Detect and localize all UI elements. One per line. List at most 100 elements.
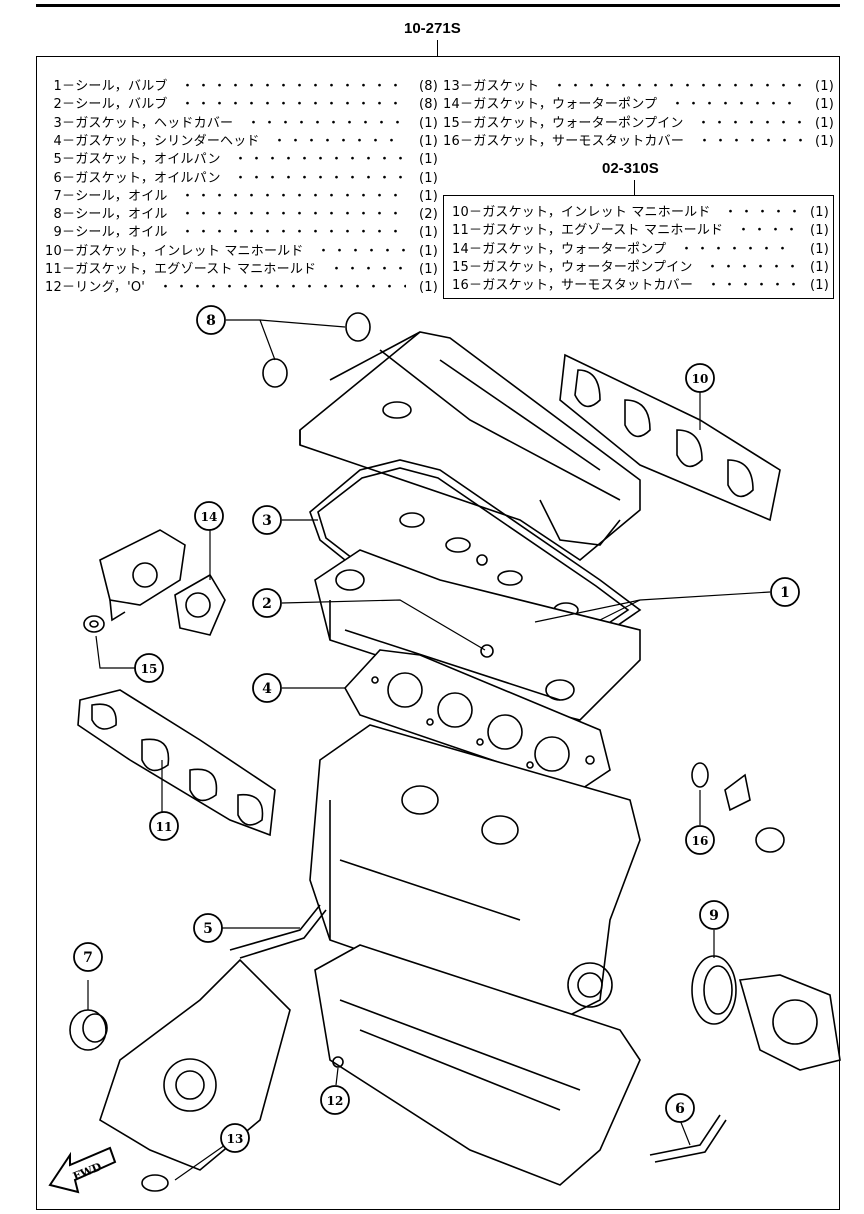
parts-list-row: 13－ガスケット・・・・・・・・・・・・・・・・・・・・(1) xyxy=(438,78,834,96)
item-quantity: (1) xyxy=(809,278,829,294)
item-number: 11 xyxy=(45,262,62,277)
item-number: 15 xyxy=(452,259,469,275)
oil-pan xyxy=(314,944,641,1186)
item-leader-dots: ・・・・・・・・・・・・・・・・・・・・ xyxy=(159,280,406,296)
item-quantity: (1) xyxy=(418,170,438,186)
item-separator: － xyxy=(62,280,76,296)
parts-list-row: 7－シール，オイル・・・・・・・・・・・・・・・・・・(1) xyxy=(40,188,438,206)
item-separator: － xyxy=(469,205,483,220)
cylinder-head-gasket xyxy=(344,649,611,791)
item-leader-dots: ・・・・・・・・・・・・・・ xyxy=(234,152,406,168)
callout-label-12: 12 xyxy=(327,1094,344,1108)
item-separator: － xyxy=(62,207,76,223)
callout-15 xyxy=(134,653,164,683)
callout-6 xyxy=(665,1093,695,1123)
parts-list-row: 15－ガスケット，ウォーターポンプイン・・・・・・・(1) xyxy=(447,259,829,277)
parts-list-row: 9－シール，オイル・・・・・・・・・・・・・・・・・・(1) xyxy=(40,224,438,242)
item-leader-dots: ・・・・・・・・ xyxy=(697,115,802,131)
oil-pump xyxy=(99,958,291,1171)
callout-label-8: 8 xyxy=(206,313,216,329)
item-number: 12 xyxy=(45,280,62,296)
sub-kit-part-number: 02-310S xyxy=(602,160,659,177)
callout-9 xyxy=(699,900,729,930)
item-number: 6 xyxy=(53,170,62,186)
oil-seal-9 xyxy=(691,955,737,1025)
fwd-arrow-icon xyxy=(48,1146,117,1194)
item-number: 16 xyxy=(452,278,469,294)
item-description: ガスケット，サーモスタットカバー xyxy=(482,278,694,294)
oil-seal-7 xyxy=(69,1009,108,1051)
callout-label-15: 15 xyxy=(141,662,158,676)
item-number: 7 xyxy=(53,188,62,204)
item-quantity: (1) xyxy=(418,280,438,296)
item-quantity: (1) xyxy=(809,223,829,239)
item-description: ガスケット，シリンダーヘッド xyxy=(75,133,260,149)
item-separator: － xyxy=(460,133,474,149)
item-quantity: (1) xyxy=(418,115,438,131)
item-leader-dots: ・・・・・・・・・・・・・・・・・・・・ xyxy=(553,79,802,94)
parts-list-row: 10－ガスケット，インレット マニホールド・・・・・・・(1) xyxy=(40,243,438,261)
item-description: ガスケット，オイルパン xyxy=(75,170,221,186)
item-leader-dots: ・・・・・・・・・・・・・・・・・・ xyxy=(181,79,406,94)
callout-label-14: 14 xyxy=(201,510,218,524)
callout-1 xyxy=(770,577,800,607)
item-quantity: (1) xyxy=(418,225,438,241)
item-separator: － xyxy=(469,278,483,294)
item-description: ガスケット，ウォーターポンプイン xyxy=(473,115,684,131)
item-description: ガスケット，エグゾースト マニホールド xyxy=(75,262,317,277)
thermostat xyxy=(691,762,785,853)
parts-list-row: 15－ガスケット，ウォーターポンプイン・・・・・・・・(1) xyxy=(438,115,834,133)
item-description: シール，バルブ xyxy=(75,97,168,113)
callout-labels: 1 2 3 4 5 6 7 8 9 10 11 12 13 14 15 16 xyxy=(83,313,790,1146)
item-quantity: (1) xyxy=(809,241,829,257)
item-quantity: (1) xyxy=(809,259,829,275)
exhaust-manifold-gasket xyxy=(77,689,276,837)
item-description: ガスケット，ウォーターポンプ xyxy=(482,241,667,257)
water-pump-inlet-gasket xyxy=(83,615,105,633)
callout-label-7: 7 xyxy=(83,950,93,966)
o-ring xyxy=(332,1056,344,1068)
water-pump xyxy=(99,529,186,622)
callout-10 xyxy=(685,363,715,393)
cylinder-block xyxy=(309,724,641,1021)
item-description: ガスケット，インレット マニホールド xyxy=(75,243,304,259)
item-leader-dots: ・・・・・・ xyxy=(724,205,797,220)
parts-list-row: 8－シール，オイル・・・・・・・・・・・・・・・・・・(2) xyxy=(40,206,438,224)
item-description: ガスケット，ウォーターポンプイン xyxy=(482,259,693,275)
item-separator: － xyxy=(469,223,483,239)
parts-list-row: 3－ガスケット，ヘッドカバー・・・・・・・・・・・・・(1) xyxy=(40,115,438,133)
callout-label-16: 16 xyxy=(692,834,709,848)
callout-11 xyxy=(149,811,179,841)
oil-seal-8 xyxy=(262,312,371,388)
item-separator: － xyxy=(62,79,76,94)
callouts xyxy=(73,305,800,1153)
item-quantity: (1) xyxy=(814,115,834,131)
parts-list-row: 11－ガスケット，エグゾースト マニホールド・・・・・・(1) xyxy=(40,261,438,279)
sub-kit-box xyxy=(443,195,834,299)
callout-label-3: 3 xyxy=(262,513,272,529)
callout-7 xyxy=(73,942,103,972)
item-number: 11 xyxy=(452,223,469,239)
item-leader-dots: ・・・・・・・ xyxy=(317,243,406,259)
item-number: 2 xyxy=(53,97,62,113)
item-separator: － xyxy=(62,133,76,149)
item-separator: － xyxy=(62,97,76,113)
parts-list-row: 11－ガスケット，エグゾースト マニホールド・・・・・(1) xyxy=(447,222,829,240)
callout-4 xyxy=(252,673,282,703)
parts-list-row: 5－ガスケット，オイルパン・・・・・・・・・・・・・・(1) xyxy=(40,151,438,169)
callout-label-4: 4 xyxy=(262,681,272,697)
item-number: 14 xyxy=(443,97,460,113)
callout-label-9: 9 xyxy=(709,908,719,924)
item-number: 15 xyxy=(443,115,460,131)
item-quantity: (2) xyxy=(418,207,438,223)
item-leader-dots: ・・・・・・・・・・・・・ xyxy=(247,115,406,131)
item-leader-dots: ・・・・・・・・・・・・・・・・・・ xyxy=(181,207,406,223)
item-number: 9 xyxy=(53,225,62,241)
parts-list-row: 6－ガスケット，オイルパン・・・・・・・・・・・・・・(1) xyxy=(40,170,438,188)
item-description: シール，オイル xyxy=(75,188,168,204)
item-leader-dots: ・・・・・・・・・・・・・・ xyxy=(234,170,406,186)
item-separator: － xyxy=(62,243,76,259)
top-rule xyxy=(36,4,840,7)
oil-pan-gasket-5 xyxy=(229,904,327,959)
header-tick xyxy=(437,40,438,56)
